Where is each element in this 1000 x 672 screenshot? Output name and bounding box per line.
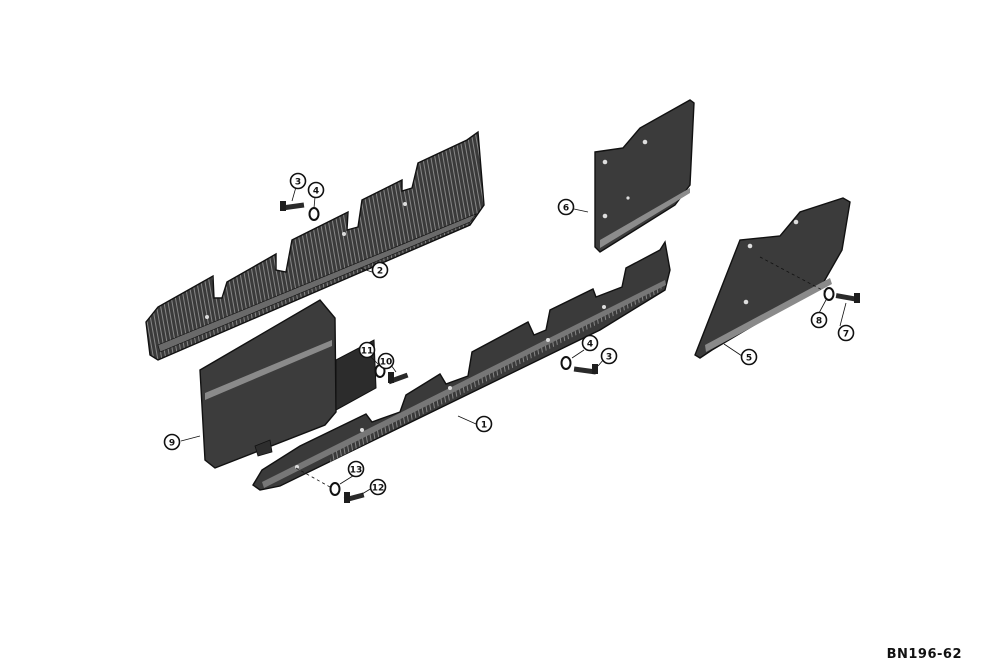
callout-11: 11 (358, 341, 376, 359)
callout-12: 12 (369, 478, 387, 496)
hardware-washer-4a (308, 207, 320, 221)
hardware-washer-13 (329, 482, 341, 496)
callout-3b: 3 (600, 347, 618, 365)
hardware-bolt-7 (835, 293, 860, 303)
svg-text:1: 1 (481, 421, 487, 431)
svg-text:4: 4 (587, 340, 593, 350)
svg-text:10: 10 (380, 358, 393, 368)
figure-code: BN196-62 (886, 647, 962, 662)
callout-4a: 4 (307, 181, 325, 199)
callout-3a: 3 (289, 172, 307, 190)
part-2-toothed-strip (145, 130, 485, 361)
hardware-washer-4b (560, 356, 572, 370)
hardware-bolt-3b (573, 364, 598, 375)
hardware-bolt-10 (387, 372, 409, 385)
svg-text:3: 3 (606, 353, 612, 363)
hardware-bolt-3a (280, 201, 305, 211)
callout-4b: 4 (581, 334, 599, 352)
svg-text:3: 3 (295, 178, 301, 188)
svg-text:6: 6 (563, 204, 569, 214)
callout-8: 8 (810, 311, 828, 329)
svg-text:7: 7 (843, 330, 849, 340)
part-1-long-toothed-strip (252, 240, 671, 491)
callout-2: 2 (371, 261, 389, 279)
callout-10: 10 (377, 352, 395, 370)
svg-text:12: 12 (372, 484, 385, 494)
callout-9: 9 (163, 433, 181, 451)
svg-text:2: 2 (377, 267, 383, 277)
part-5-wedge-plate (694, 197, 851, 359)
svg-text:4: 4 (313, 187, 319, 197)
svg-text:8: 8 (816, 317, 822, 327)
hardware-bolt-12 (343, 492, 365, 503)
callout-13: 13 (347, 460, 365, 478)
svg-text:5: 5 (746, 354, 752, 364)
part-9-block-plate (199, 299, 377, 469)
svg-text:11: 11 (361, 347, 374, 357)
callout-5: 5 (740, 348, 758, 366)
callout-6: 6 (557, 198, 575, 216)
svg-text:9: 9 (169, 439, 175, 449)
callout-7: 7 (837, 324, 855, 342)
svg-text:13: 13 (350, 466, 363, 476)
callout-1: 1 (475, 415, 493, 433)
hardware-washer-8 (823, 287, 835, 301)
part-6-shield-plate (594, 99, 695, 253)
